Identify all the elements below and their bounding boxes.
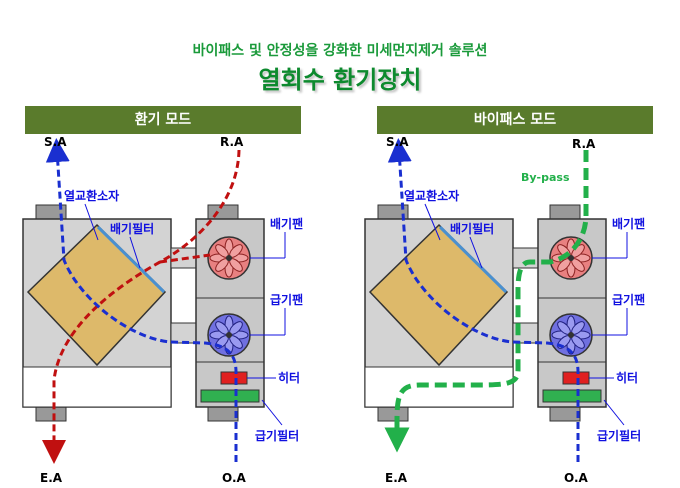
port-label-ea: E.A — [40, 471, 63, 485]
supply-filter — [542, 389, 602, 403]
main-title: 열회수 환기장치 — [258, 66, 422, 94]
mode-banner-ventilation: 환기 모드 — [25, 106, 301, 134]
port-label-ra: R.A — [220, 135, 244, 149]
port-label-oa: O.A — [564, 471, 588, 485]
label-bypass: By-pass — [521, 171, 570, 184]
subtitle: 바이패스 및 안정성을 강화한 미세먼지제거 솔루션 — [192, 43, 488, 59]
label-heater: 히터 — [616, 370, 638, 385]
panel-ventilation: S.A R.A E.A O.A 열교환소자 배기필터 배기팬 급기팬 히터 급기… — [22, 135, 303, 485]
mount-foot — [207, 406, 239, 422]
label-supply-fan: 급기팬 — [270, 292, 303, 307]
label-heat-exchanger: 열교환소자 — [404, 188, 459, 203]
port-label-oa: O.A — [222, 471, 246, 485]
exhaust-filter — [438, 225, 508, 294]
panel-bypass: S.A R.A E.A O.A By-pass 열교환소자 배기필터 배기팬 급… — [364, 135, 645, 485]
label-heater: 히터 — [278, 370, 300, 385]
mount-foot — [549, 406, 581, 422]
label-exhaust-fan: 배기팬 — [270, 216, 303, 231]
label-supply-fan: 급기팬 — [612, 292, 645, 307]
label-exhaust-fan: 배기팬 — [612, 216, 645, 231]
mount-foot — [35, 406, 67, 422]
mount-foot — [549, 204, 581, 220]
exhaust-fan — [207, 236, 251, 280]
heater — [562, 371, 590, 385]
supply-air-path — [45, 138, 238, 462]
label-supply-filter: 급기필터 — [597, 428, 641, 443]
port-label-ea: E.A — [385, 471, 408, 485]
label-heat-exchanger: 열교환소자 — [64, 188, 119, 203]
exhaust-filter — [96, 225, 166, 294]
port-label-sa: S.A — [44, 135, 67, 149]
bypass-air-path — [384, 150, 589, 453]
mount-foot — [207, 204, 239, 220]
label-exhaust-filter: 배기필터 — [450, 221, 494, 236]
heater — [220, 371, 248, 385]
exhaust-fan — [549, 236, 593, 280]
port-label-ra: R.A — [572, 137, 596, 151]
mount-foot — [377, 406, 409, 422]
label-exhaust-filter: 배기필터 — [110, 221, 154, 236]
exhaust-air-path — [42, 149, 241, 464]
mode-banner-bypass: 바이패스 모드 — [377, 106, 653, 134]
supply-filter — [200, 389, 260, 403]
housing-bottom-section — [22, 366, 172, 408]
supply-air-path — [387, 138, 580, 462]
label-supply-filter: 급기필터 — [255, 428, 299, 443]
port-label-sa: S.A — [386, 135, 409, 149]
duct-connector — [170, 322, 197, 344]
